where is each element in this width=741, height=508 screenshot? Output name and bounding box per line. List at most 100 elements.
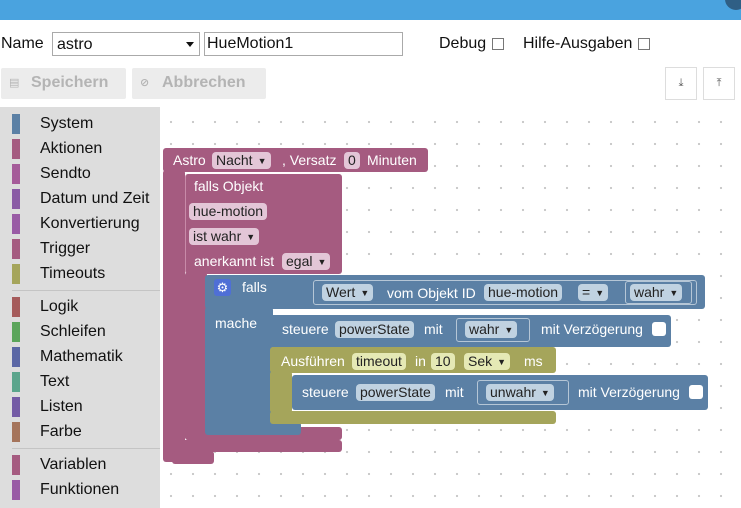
timeout-unit-value: Sek (468, 353, 493, 369)
compare-block[interactable] (313, 280, 697, 305)
toolbox-category-timeouts[interactable]: Timeouts (0, 262, 160, 287)
trigger-condition-dropdown[interactable]: ist wahr ▼ (189, 228, 260, 245)
toolbox-category-listen[interactable]: Listen (0, 395, 160, 420)
compare-object-id-field[interactable]: hue-motion (484, 284, 563, 301)
script-name-input[interactable] (204, 32, 403, 56)
name-label: Name (1, 35, 44, 52)
toolbox-category-konvertierung[interactable]: Konvertierung (0, 212, 160, 237)
timeout-amount-input[interactable]: 10 (431, 353, 455, 370)
control2-delay-label: mit Verzögerung (578, 384, 680, 400)
category-color-swatch (12, 480, 20, 500)
toolbox-category-system[interactable]: System (0, 112, 160, 137)
dropdown-arrow-icon: ▼ (360, 288, 370, 298)
timeout-label: Ausführen (281, 353, 345, 369)
toolbox-category-label: Farbe (40, 423, 82, 440)
toolbox-category-schleifen[interactable]: Schleifen (0, 320, 160, 345)
toolbox-category-farbe[interactable]: Farbe (0, 420, 160, 445)
astro-mode-value: Nacht (216, 152, 253, 168)
debug-checkbox[interactable] (492, 38, 504, 50)
astro-offset-input[interactable]: 0 (344, 152, 360, 169)
top-bar (0, 0, 741, 20)
category-color-swatch (12, 139, 20, 159)
folder-select[interactable]: astro (52, 32, 200, 56)
control2-state-field[interactable]: powerState (356, 384, 435, 401)
debug-label: Debug (439, 35, 487, 52)
control1-state-field[interactable]: powerState (335, 321, 414, 338)
astro-trigger-footer (163, 440, 342, 452)
export-button[interactable]: ⤓ (665, 67, 697, 100)
control1-value-dropdown[interactable]: wahr▼ (465, 321, 518, 338)
compare-operator-dropdown[interactable]: =▼ (578, 284, 609, 301)
astro-trigger-body (163, 170, 185, 462)
import-button[interactable]: ⤒ (703, 67, 735, 100)
menu-icon[interactable] (725, 0, 741, 10)
control1-with-label: mit (424, 321, 443, 337)
astro-trigger-block[interactable] (163, 148, 428, 172)
do-label: mache (215, 315, 258, 331)
category-color-swatch (12, 297, 20, 317)
toolbox-category-label: Trigger (40, 240, 91, 257)
category-color-swatch (12, 164, 20, 184)
timeout-unit-dropdown[interactable]: Sek ▼ (464, 353, 511, 370)
category-color-swatch (12, 264, 20, 284)
timeout-name-field[interactable]: timeout (352, 353, 406, 370)
cancel-icon: ⊘ (140, 77, 150, 89)
object-trigger-body (185, 272, 207, 440)
astro-mode-dropdown[interactable]: Nacht▼ (212, 152, 271, 169)
gear-icon[interactable]: ⚙ (214, 279, 231, 296)
control1-delay-checkbox[interactable] (652, 322, 666, 336)
toolbox-category-datum-und-zeit[interactable]: Datum und Zeit (0, 187, 160, 212)
astro-unit-label: Minuten (367, 152, 417, 168)
toolbox-category-aktionen[interactable]: Aktionen (0, 137, 160, 162)
toolbox-separator (12, 290, 160, 291)
toolbox-category-funktionen[interactable]: Funktionen (0, 478, 160, 503)
control2-value-dropdown[interactable]: unwahr▼ (486, 384, 554, 401)
control2-delay-checkbox[interactable] (689, 385, 703, 399)
category-color-swatch (12, 347, 20, 367)
download-icon: ⤓ (678, 77, 684, 89)
toolbox-category-trigger[interactable]: Trigger (0, 237, 160, 262)
category-color-swatch (12, 239, 20, 259)
chevron-down-icon (186, 42, 194, 47)
trigger-ack-dropdown[interactable]: egal▼ (282, 253, 331, 270)
trigger-condition-value: ist wahr (193, 228, 242, 244)
toolbox-category-text[interactable]: Text (0, 370, 160, 395)
save-button[interactable]: ▤Speichern (1, 68, 126, 99)
toolbox-category-logik[interactable]: Logik (0, 295, 160, 320)
folder-select-value: astro (57, 36, 93, 53)
dropdown-arrow-icon: ▼ (504, 325, 514, 335)
control1-block[interactable] (205, 315, 671, 347)
compare-kind-dropdown[interactable]: Wert ▼ (322, 284, 374, 301)
toolbox-category-label: Text (40, 373, 70, 390)
trigger-label: falls Objekt (194, 178, 264, 194)
upload-icon: ⤒ (716, 77, 722, 89)
category-color-swatch (12, 114, 20, 134)
toolbox-separator (12, 448, 160, 449)
help-output-label: Hilfe-Ausgaben (523, 35, 633, 52)
category-color-swatch (12, 455, 20, 475)
control2-value-slot (477, 380, 569, 405)
cancel-button-label: Abbrechen (162, 74, 246, 91)
toolbox-category-variablen[interactable]: Variablen (0, 453, 160, 478)
dropdown-arrow-icon: ▼ (246, 232, 256, 242)
dropdown-arrow-icon: ▼ (669, 288, 679, 298)
category-color-swatch (12, 372, 20, 392)
dropdown-arrow-icon: ▼ (497, 357, 507, 367)
timeout-footer (270, 411, 556, 424)
compare-value-slot (625, 281, 692, 304)
compare-value-dropdown[interactable]: wahr▼ (630, 284, 683, 301)
if-block-footer (205, 422, 301, 435)
control1-label: steuere (282, 321, 329, 337)
toolbox-category-label: Timeouts (40, 265, 106, 282)
help-output-checkbox[interactable] (638, 38, 650, 50)
trigger-object-field[interactable]: hue-motion (189, 203, 268, 220)
toolbox-category-sendto[interactable]: Sendto (0, 162, 160, 187)
toolbox-category-label: Listen (40, 398, 83, 415)
save-button-label: Speichern (31, 74, 109, 91)
compare-kind-value: Wert (326, 284, 356, 300)
cancel-button[interactable]: ⊘ Abbrechen (132, 68, 266, 99)
toolbox-category-mathematik[interactable]: Mathematik (0, 345, 160, 370)
control1-delay-label: mit Verzögerung (541, 321, 643, 337)
dropdown-arrow-icon: ▼ (317, 257, 327, 267)
